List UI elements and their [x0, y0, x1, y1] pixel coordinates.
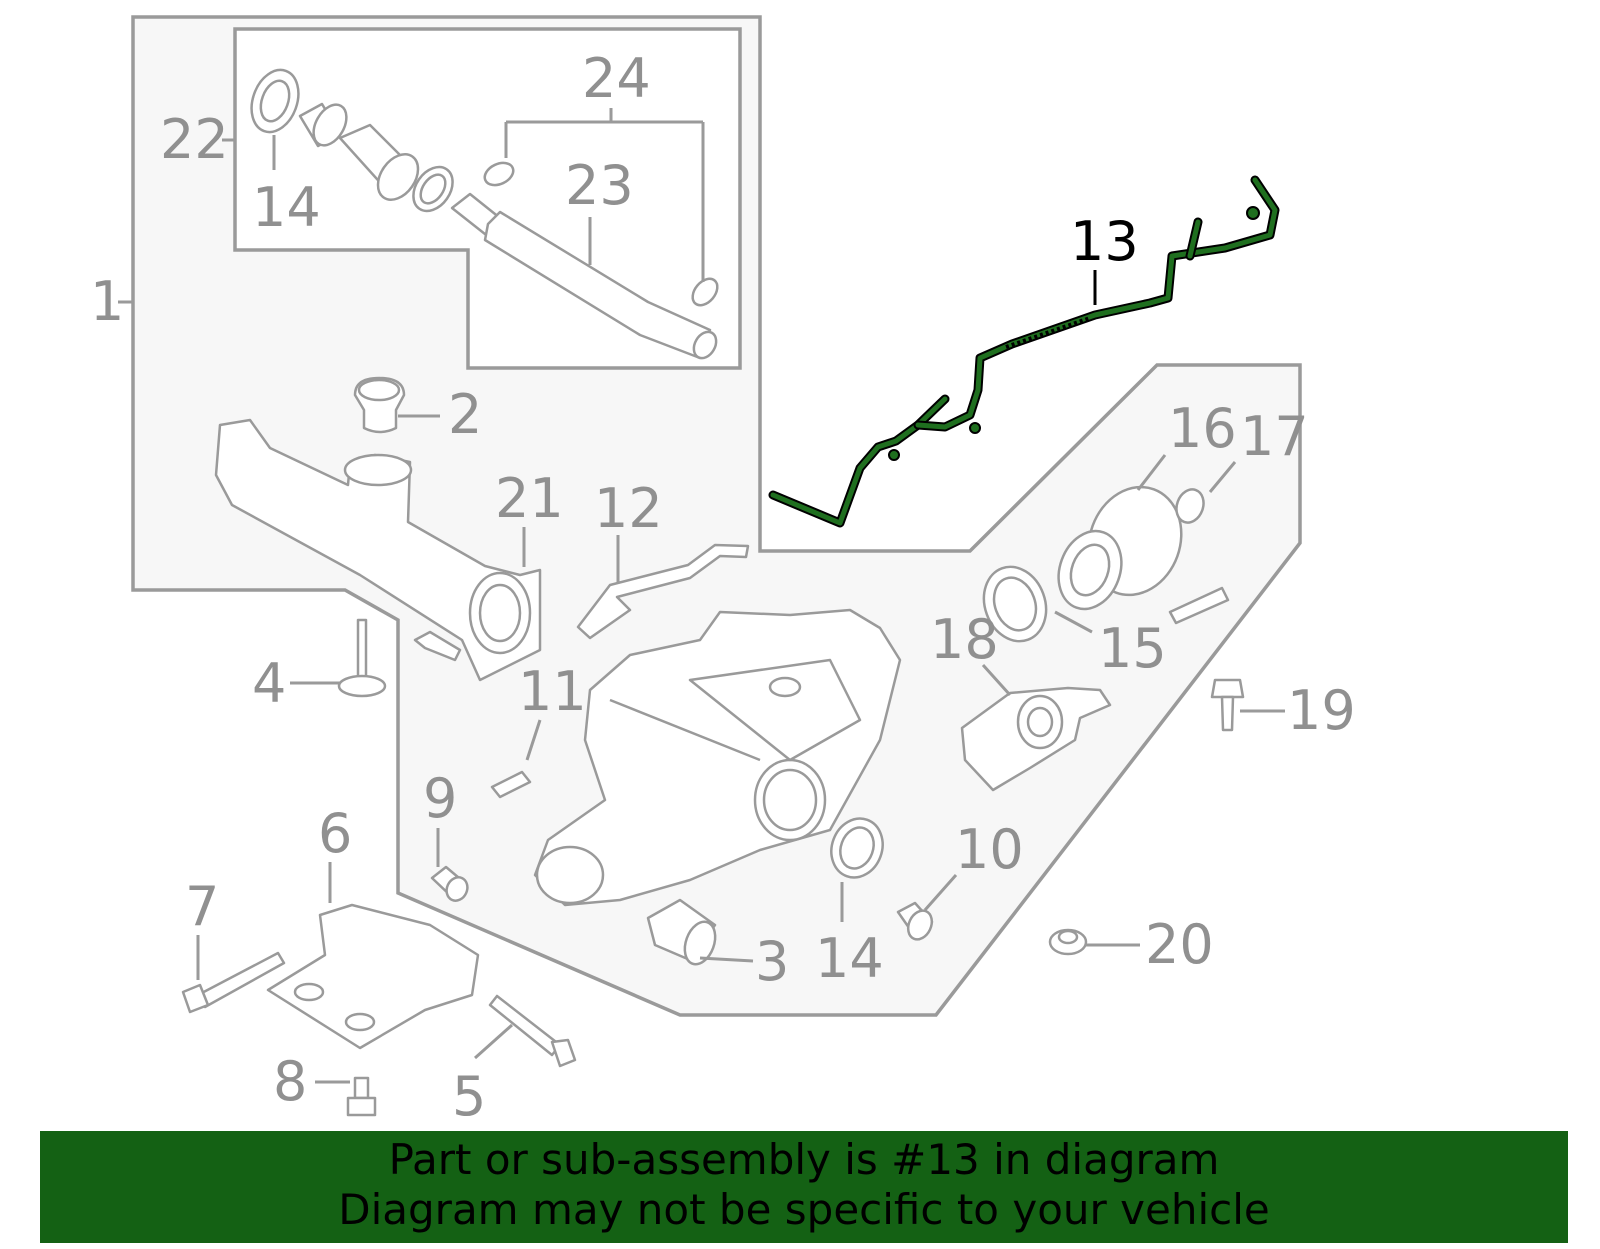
- callout-11: 11: [518, 660, 587, 723]
- callout-1: 1: [90, 270, 124, 333]
- callout-23: 23: [565, 154, 634, 217]
- callout-24: 24: [582, 47, 651, 110]
- callout-6: 6: [318, 802, 352, 865]
- callout-16: 16: [1168, 397, 1237, 460]
- callout-12: 12: [594, 477, 663, 540]
- part-7-bolt: [181, 951, 286, 1014]
- part-13-vent-tube: [768, 175, 1280, 528]
- rear-box-mask: [762, 19, 1300, 549]
- differential-housing: [533, 608, 902, 907]
- callout-9: 9: [423, 767, 457, 830]
- part-10-bushing: [896, 901, 934, 941]
- part-12-hose: [576, 543, 750, 640]
- info-banner: Part or sub-assembly is #13 in diagram D…: [40, 1131, 1568, 1243]
- callout-7: 7: [185, 875, 219, 938]
- part-9-bushing: [430, 865, 469, 902]
- callout-19: 19: [1287, 679, 1356, 742]
- callout-4: 4: [252, 652, 286, 715]
- callout-13: 13: [1070, 210, 1139, 273]
- callout-15: 15: [1098, 617, 1167, 680]
- part-17-nut: [1175, 488, 1205, 524]
- callout-2: 2: [448, 383, 482, 446]
- callout-10: 10: [955, 818, 1024, 881]
- part-20-nut: [1048, 928, 1088, 956]
- shaft-parts: [250, 68, 719, 360]
- callout-21: 21: [495, 467, 564, 530]
- callout-8: 8: [273, 1050, 307, 1113]
- part-15-seal: [982, 565, 1048, 643]
- part-18-mount: [960, 686, 1112, 792]
- bolt-under-16: [1168, 586, 1230, 625]
- callout-17: 17: [1240, 405, 1309, 468]
- part-21-tube: [214, 418, 542, 682]
- part-19-bolt: [1210, 678, 1245, 732]
- part-2-bushing: [353, 376, 406, 434]
- callout-14-bottom: 14: [815, 927, 884, 990]
- callout-22: 22: [160, 108, 229, 171]
- part-16-flange: [1057, 485, 1183, 611]
- part-14-lower-seal-inner: [839, 826, 875, 870]
- callout-18: 18: [930, 608, 999, 671]
- bolt-near-21: [413, 630, 462, 662]
- part-11-sensor: [490, 770, 532, 799]
- callout-14-top: 14: [252, 176, 321, 239]
- banner-line-1: Part or sub-assembly is #13 in diagram: [388, 1135, 1220, 1184]
- callout-20: 20: [1145, 913, 1214, 976]
- callout-3: 3: [755, 930, 789, 993]
- callout-5: 5: [452, 1065, 486, 1128]
- leader-lines: [118, 108, 1285, 1084]
- part-4-bolt: [337, 618, 387, 698]
- part-6-bracket: [266, 903, 480, 1050]
- part-3-bushing: [646, 898, 717, 966]
- part-5-bolt: [488, 994, 577, 1068]
- banner-line-2: Diagram may not be specific to your vehi…: [338, 1185, 1270, 1234]
- part-8-bolt: [346, 1076, 377, 1117]
